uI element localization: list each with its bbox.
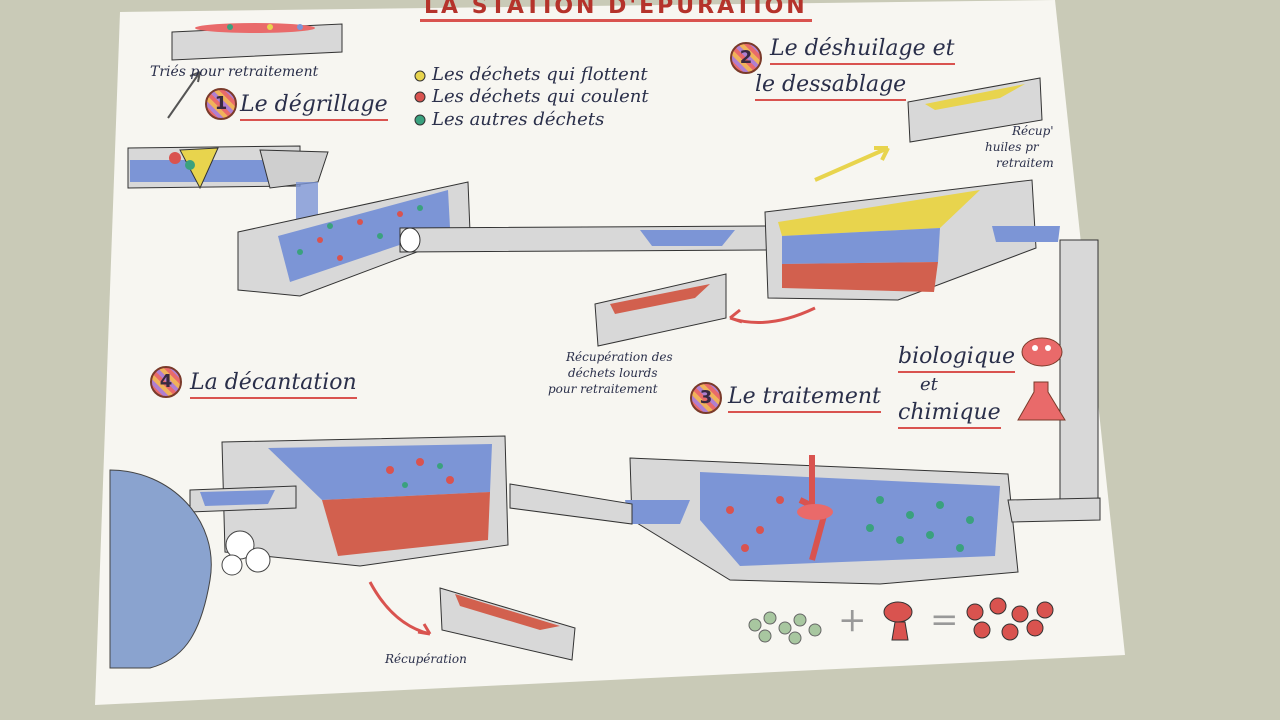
pipe-3-4 bbox=[509, 483, 633, 525]
arrow-sludge-icon bbox=[368, 581, 432, 636]
flask-icon bbox=[1017, 381, 1066, 421]
step2-label-line1: Le déshuilage et bbox=[770, 36, 955, 65]
step2-note-3: retraitem bbox=[996, 156, 1054, 170]
legend-sinking-dot bbox=[414, 91, 426, 103]
step2-note-2: huiles pr bbox=[985, 140, 1039, 154]
step1-note: Triés pour retraitement bbox=[150, 64, 319, 80]
recovery-line1: Récupération des bbox=[566, 350, 673, 364]
step1-label: Le dégrillage bbox=[240, 92, 388, 121]
step3-and: et bbox=[920, 374, 938, 395]
river bbox=[109, 469, 212, 669]
pipe-2-3 bbox=[1059, 239, 1099, 521]
equation-equals: = bbox=[930, 600, 959, 640]
degreasing-tank bbox=[764, 179, 1060, 301]
sludge-box bbox=[439, 587, 576, 661]
pipe-1-2 bbox=[399, 225, 769, 253]
equation-bacteria-icon bbox=[883, 601, 913, 641]
recovery-line2: déchets lourds bbox=[568, 366, 658, 380]
recovery-line3: pour retraitement bbox=[548, 382, 658, 396]
step1-number: 1 bbox=[205, 88, 237, 120]
legend-other: Les autres déchets bbox=[432, 109, 605, 130]
step3-label: Le traitement bbox=[728, 384, 881, 413]
sorted-waste-box bbox=[171, 23, 343, 61]
inflow-channel bbox=[127, 145, 329, 237]
step3-option1: biologique bbox=[898, 344, 1016, 373]
foam bbox=[221, 530, 271, 576]
legend-sinking: Les déchets qui coulent bbox=[432, 86, 649, 107]
legend-other-dot bbox=[414, 114, 426, 126]
legend-floating-dot bbox=[414, 70, 426, 82]
arrow-sand-icon bbox=[729, 306, 816, 325]
oil-recovery-box bbox=[907, 77, 1043, 143]
step2-note-1: Récup' bbox=[1012, 124, 1054, 138]
arrow-oil-icon bbox=[814, 146, 890, 182]
step3-number: 3 bbox=[690, 382, 722, 414]
step4-number: 4 bbox=[150, 366, 182, 398]
legend-floating: Les déchets qui flottent bbox=[432, 64, 648, 85]
step3-option2: chimique bbox=[898, 400, 1001, 429]
page-title: LA STATION D'ÉPURATION bbox=[420, 0, 812, 22]
screening-tank bbox=[237, 181, 471, 297]
arrow-up-icon bbox=[167, 71, 201, 119]
heavy-waste-box bbox=[594, 273, 727, 347]
equation-sludge bbox=[966, 597, 1054, 641]
treatment-tank bbox=[625, 455, 1101, 585]
equation-plus: + bbox=[838, 600, 867, 640]
decantation-tank bbox=[189, 435, 509, 567]
step4-note: Récupération bbox=[385, 652, 467, 666]
step4-label: La décantation bbox=[190, 370, 357, 399]
step2-number: 2 bbox=[730, 42, 762, 74]
equation-waste bbox=[748, 611, 822, 645]
bacteria-icon bbox=[1021, 337, 1063, 367]
step2-label-line2: le dessablage bbox=[755, 72, 907, 101]
